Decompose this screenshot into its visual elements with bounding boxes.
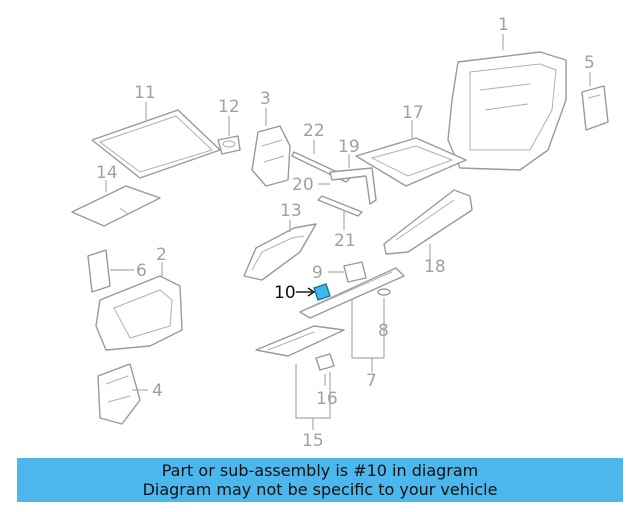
part-2-lower-trim: [95, 275, 183, 351]
part-1-quarter-trim: [447, 51, 567, 171]
callout-2: 2: [156, 245, 167, 265]
part-8-clip: [377, 288, 391, 296]
part-14-floor-mat: [71, 185, 161, 227]
callout-15: 15: [302, 431, 324, 451]
callout-21: 21: [334, 231, 356, 251]
part-18-jack: [383, 189, 473, 255]
callout-17: 17: [402, 103, 424, 123]
info-banner: Part or sub-assembly is #10 in diagram D…: [17, 458, 623, 502]
callout-9: 9: [312, 263, 323, 283]
callout-12: 12: [218, 97, 240, 117]
part-10-highlighted: [313, 283, 331, 301]
callout-22: 22: [303, 121, 325, 141]
callout-20: 20: [292, 175, 314, 195]
part-4-bin: [97, 363, 141, 425]
callout-4: 4: [152, 381, 163, 401]
callout-7: 7: [366, 371, 377, 391]
leader-lines: [105, 34, 591, 430]
part-19-jack-handle: [329, 167, 377, 205]
callout-16: 16: [316, 389, 338, 409]
part-15-scuff-plate: [255, 325, 345, 357]
parts-diagram: 1 5 11 12 3 22 19 20 21 17 14 13 18 6 2 …: [71, 15, 609, 451]
banner-line-2: Diagram may not be specific to your vehi…: [142, 480, 498, 499]
part-13-side-trim: [243, 223, 317, 281]
part-9-cap: [343, 261, 367, 283]
part-16-pad: [315, 353, 335, 371]
part-17-tray: [355, 137, 467, 187]
callout-1: 1: [498, 15, 509, 35]
callout-6: 6: [136, 261, 147, 281]
callout-19: 19: [338, 137, 360, 157]
callout-3: 3: [260, 89, 271, 109]
callout-10: 10: [274, 283, 296, 303]
banner-line-1: Part or sub-assembly is #10 in diagram: [161, 461, 479, 480]
callout-13: 13: [280, 201, 302, 221]
part-11-cargo-mat: [91, 109, 221, 179]
part-6-bracket: [87, 249, 111, 293]
callout-8: 8: [378, 321, 389, 341]
part-7-sill-plate: [299, 267, 405, 319]
part-3-storage-box: [251, 125, 291, 187]
callout-5: 5: [584, 53, 595, 73]
part-5-trim-cover: [581, 85, 609, 131]
callout-labels: 1 5 11 12 3 22 19 20 21 17 14 13 18 6 2 …: [96, 15, 595, 451]
callout-14: 14: [96, 163, 118, 183]
callout-18: 18: [424, 257, 446, 277]
part-20-wrench: [317, 195, 363, 217]
part-12-clip: [217, 135, 241, 155]
callout-11: 11: [134, 83, 156, 103]
